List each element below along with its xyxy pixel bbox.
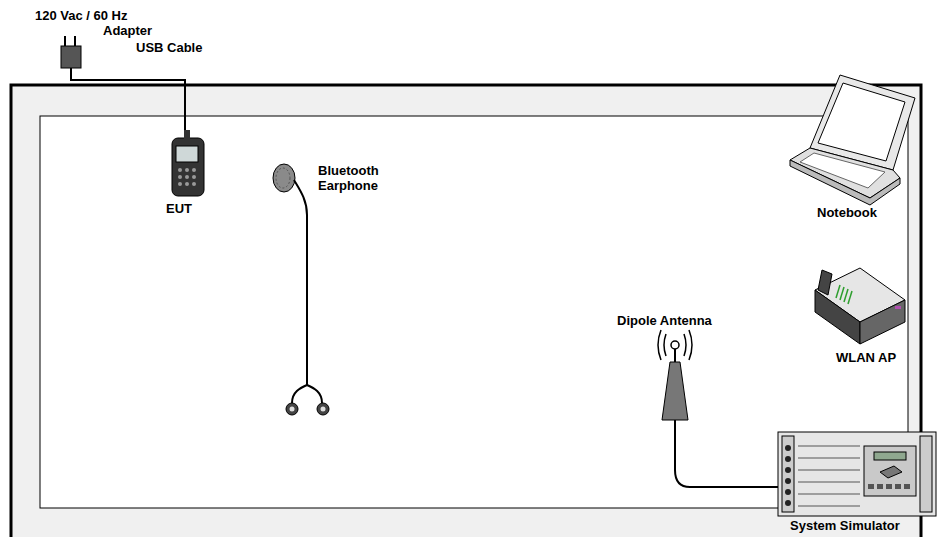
earphone-label: Bluetooth Earphone <box>318 163 396 193</box>
notebook-label: Notebook <box>817 205 877 220</box>
antenna-label: Dipole Antenna <box>617 313 712 328</box>
device-label: EUT <box>166 201 192 216</box>
system-simulator <box>778 432 936 516</box>
test-table <box>11 85 921 537</box>
eut-phone <box>172 130 204 196</box>
power-adapter <box>61 36 81 68</box>
access-point-label: WLAN AP <box>836 350 896 365</box>
usb-cable <box>71 68 185 132</box>
wlan-access-point <box>815 268 905 344</box>
adapter-label: Adapter <box>103 23 152 38</box>
notebook-pc <box>790 75 915 205</box>
adapter-rating-label: 120 Vac / 60 Hz <box>35 8 128 23</box>
dipole-antenna <box>658 330 782 487</box>
simulator-label: System Simulator <box>790 518 900 533</box>
cable-label: USB Cable <box>136 40 202 55</box>
bluetooth-earphone <box>273 164 329 415</box>
